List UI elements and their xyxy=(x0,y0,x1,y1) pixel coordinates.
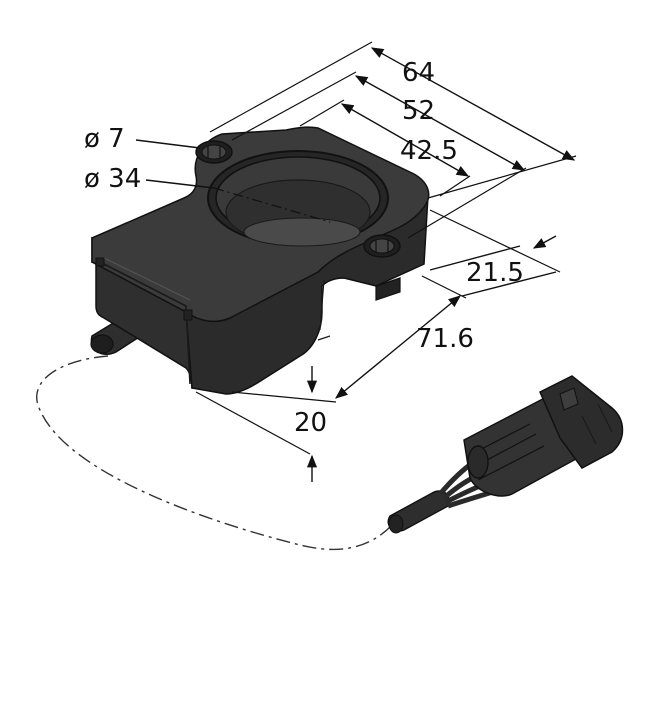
connector-plug xyxy=(463,375,624,497)
bore-center-offset-label: 42.5 xyxy=(400,136,458,166)
overall-length-label: 71.6 xyxy=(416,324,474,354)
center-bore xyxy=(207,150,389,247)
sensor-housing xyxy=(90,126,430,395)
overall-width-label: 64 xyxy=(402,58,436,88)
hole-diameter-label: ø 7 xyxy=(84,124,125,154)
cable-path-dashed xyxy=(36,355,393,551)
mounting-hole-left xyxy=(195,140,233,164)
height-label: 20 xyxy=(294,408,328,438)
hole-spacing-label: 52 xyxy=(402,96,436,126)
mounting-hole-right xyxy=(363,234,401,258)
bore-diameter-label: ø 34 xyxy=(84,164,142,194)
dimension-lines xyxy=(135,41,577,482)
bore-center-depth-label: 21.5 xyxy=(466,258,524,288)
